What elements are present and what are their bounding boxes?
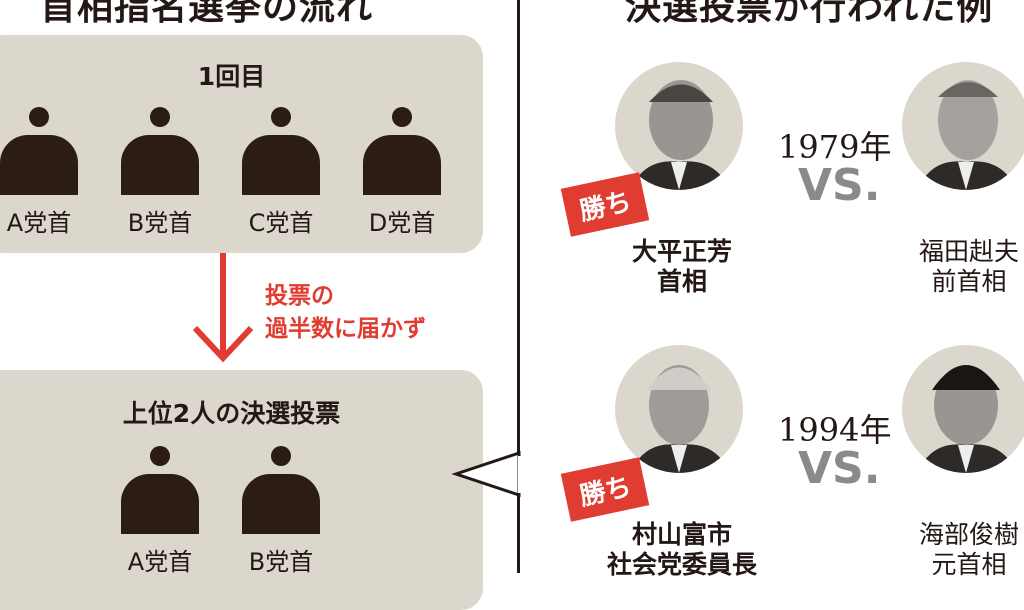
candidate-a: A党首 — [0, 107, 78, 238]
candidate-b: B党首 — [121, 107, 199, 238]
person-icon — [271, 107, 291, 127]
person-icon — [271, 446, 291, 466]
winner-name: 大平正芳首相 — [631, 237, 732, 296]
vs-label: VS. — [798, 443, 881, 494]
runoff-panel: 上位2人の決選投票 A党首 B党首 — [0, 370, 483, 610]
winner-badge: 勝ち — [560, 172, 650, 237]
left-title: 首相指名選挙の流れ — [40, 0, 374, 28]
photo-murayama — [615, 345, 743, 473]
person-icon — [29, 107, 49, 127]
runoff-title: 上位2人の決選投票 — [122, 399, 341, 428]
photo-ohira — [615, 62, 743, 190]
loser-name: 海部俊樹元首相 — [918, 520, 1019, 579]
down-arrow-icon — [192, 253, 254, 363]
runoff-candidate-a: A党首 — [121, 446, 199, 577]
person-icon — [150, 107, 170, 127]
vs-label: VS. — [798, 160, 881, 211]
callout-pointer — [451, 450, 522, 498]
candidate-d: D党首 — [363, 107, 441, 238]
round1-title: 1回目 — [197, 62, 266, 91]
divider — [517, 0, 520, 573]
winner-name: 村山富市社会党委員長 — [606, 520, 757, 579]
year-1979: 1979年 — [778, 128, 892, 166]
photo-kaifu — [902, 345, 1024, 473]
right-title: 決選投票が行われた例 — [625, 0, 994, 28]
person-icon — [392, 107, 412, 127]
winner-badge: 勝ち — [560, 457, 650, 522]
arrow-note: 投票の 過半数に届かず — [265, 283, 426, 342]
year-1994: 1994年 — [778, 411, 892, 449]
round1-panel: 1回目 A党首 B党首 C党首 D党首 — [0, 35, 483, 253]
person-icon — [150, 446, 170, 466]
candidate-c: C党首 — [242, 107, 320, 238]
photo-fukuda — [902, 62, 1024, 190]
loser-name: 福田赳夫前首相 — [918, 237, 1019, 296]
runoff-candidate-b: B党首 — [242, 446, 320, 577]
